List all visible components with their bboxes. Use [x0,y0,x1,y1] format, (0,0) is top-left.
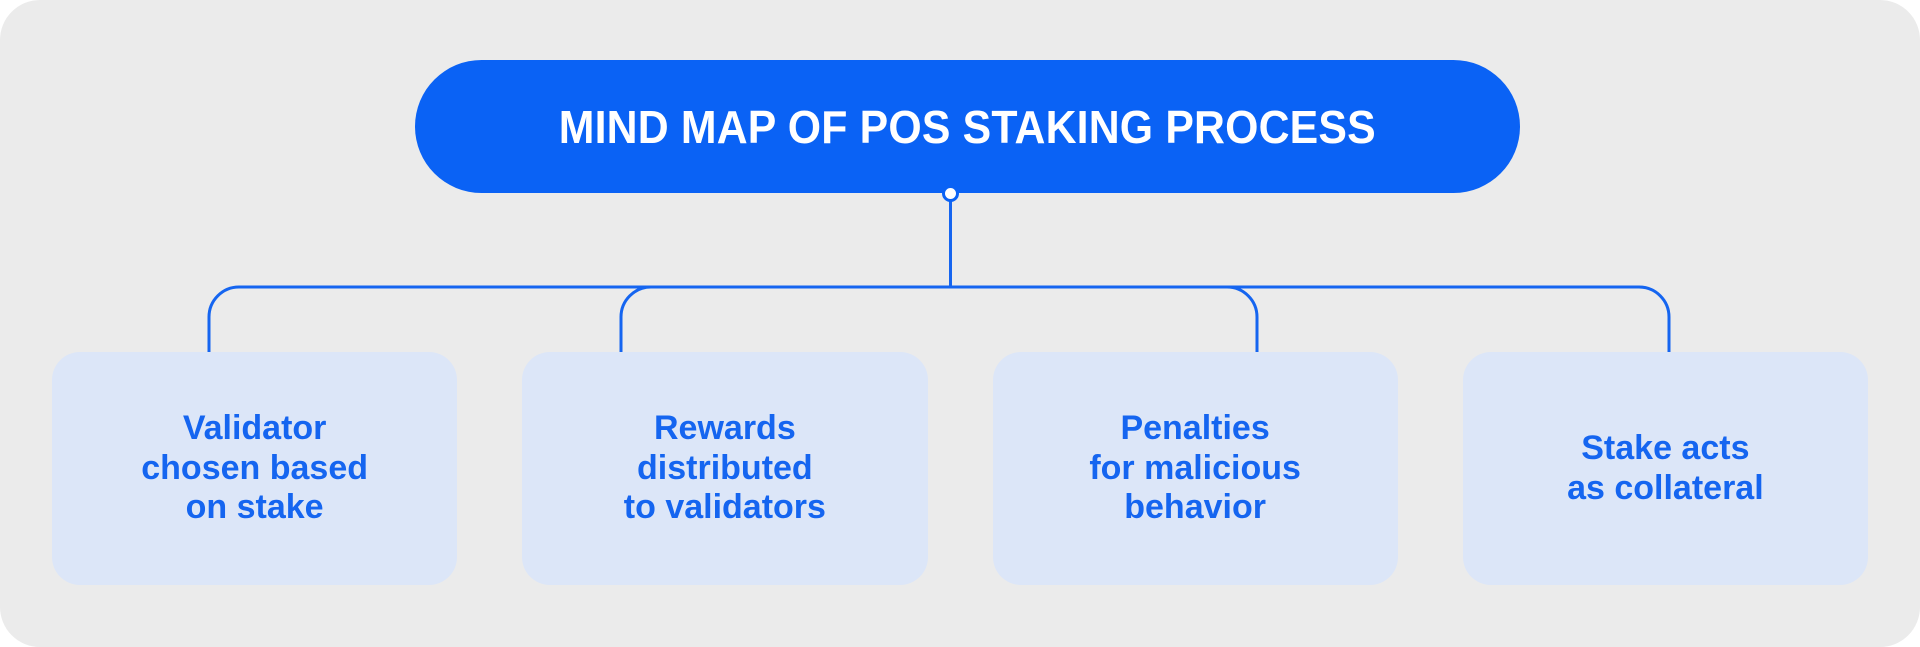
connector-branch-4 [950,285,1671,352]
connector-branch-1 [207,285,951,352]
child-node-label: Stake acts as collateral [1567,429,1764,507]
junction-dot [942,185,959,202]
child-node-collateral[interactable]: Stake acts as collateral [1462,352,1868,585]
page-title: MIND MAP OF POS STAKING PROCESS [558,100,1377,153]
child-node-validator[interactable]: Validator chosen based on stake [52,352,458,585]
child-nodes-row: Validator chosen based on stake Rewards … [52,352,1868,585]
root-node[interactable]: MIND MAP OF POS STAKING PROCESS [415,60,1520,193]
connector-branch-2 [619,285,951,352]
child-node-rewards[interactable]: Rewards distributed to validators [522,352,928,585]
child-node-label: Penalties for malicious behavior [1089,409,1301,527]
child-node-penalties[interactable]: Penalties for malicious behavior [992,352,1398,585]
child-node-label: Rewards distributed to validators [623,409,826,527]
child-node-label: Validator chosen based on stake [141,409,368,527]
connector-branch-3 [950,285,1259,352]
